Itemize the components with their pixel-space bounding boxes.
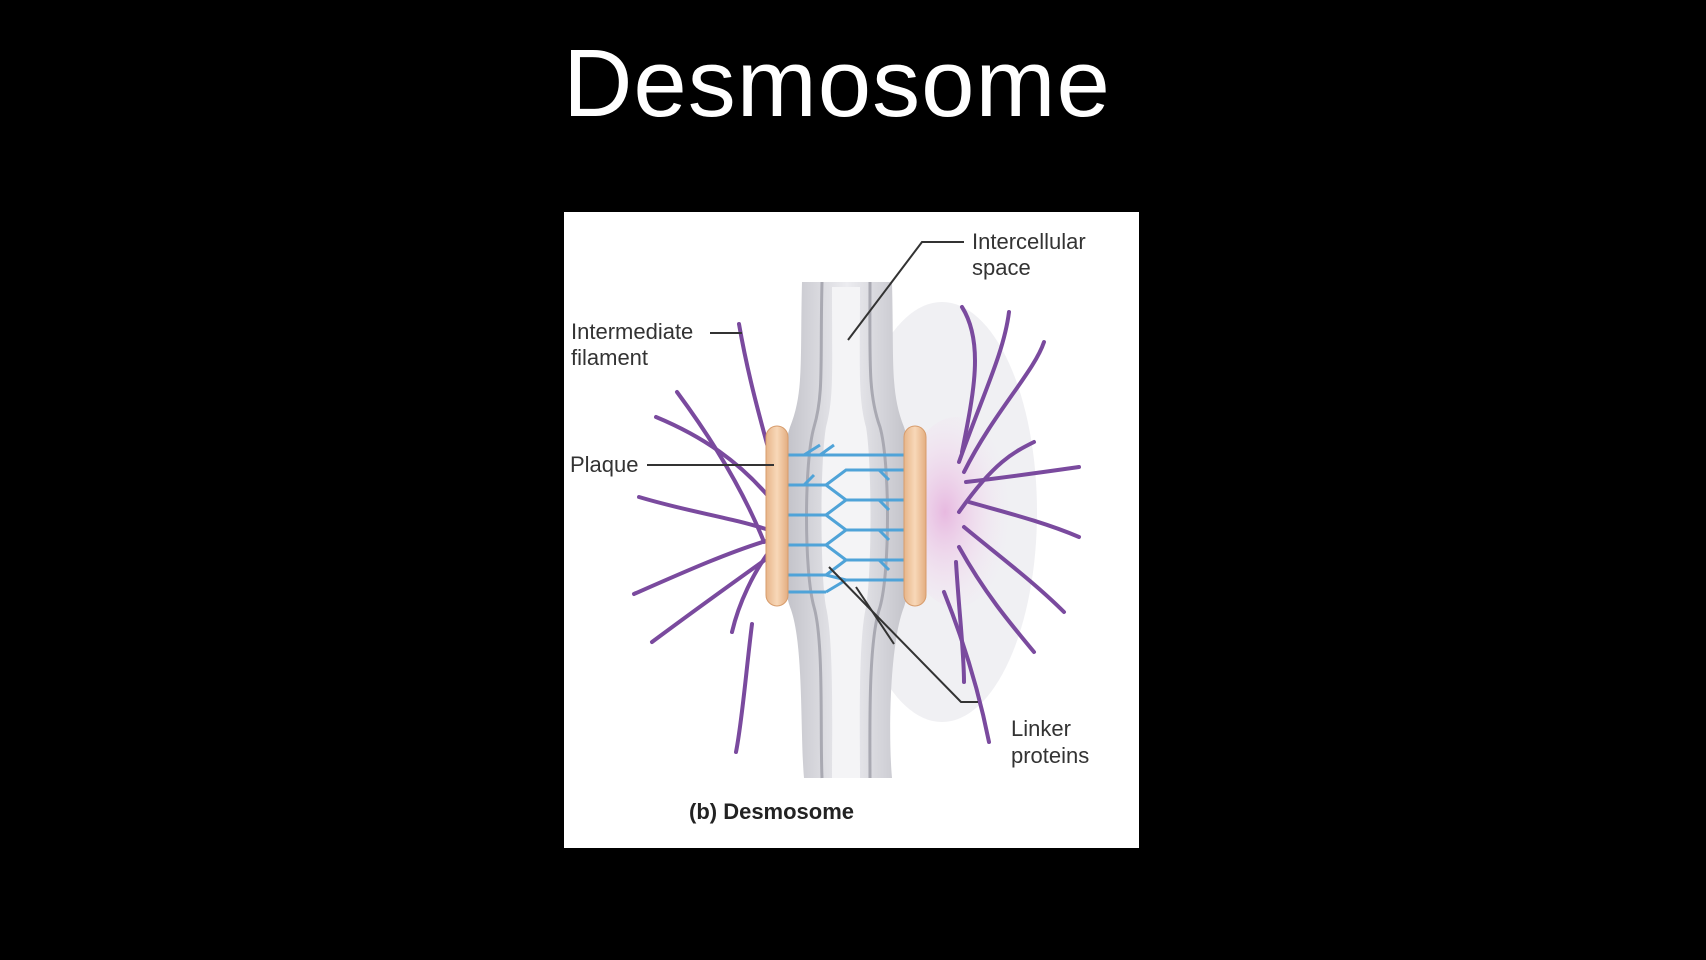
filament-right-3: [962, 340, 1046, 474]
label-intercellular-space-line2: space: [972, 255, 1031, 280]
filament-right-10: [957, 440, 1036, 514]
label-linker-proteins-line1: Linker: [1011, 716, 1071, 741]
label-plaque: Plaque: [570, 452, 639, 477]
slide-title: Desmosome: [563, 30, 1111, 137]
filament-right-6: [962, 525, 1066, 614]
filament-left-7: [734, 622, 754, 754]
filament-right-5: [967, 500, 1081, 539]
desmosome-figure: Intercellular space Intermediate filamen…: [564, 212, 1139, 848]
filament-left-6: [650, 555, 771, 644]
filament-left-3: [675, 390, 766, 544]
label-linker-proteins-line2: proteins: [1011, 743, 1089, 768]
filament-left-2: [654, 415, 771, 499]
filament-left-4: [637, 495, 771, 532]
plaques: [765, 425, 927, 607]
filament-left-8: [730, 550, 771, 634]
filament-left-5: [632, 538, 771, 596]
label-intermediate-filament-line1: Intermediate: [571, 319, 693, 344]
filament-right-9: [942, 590, 991, 744]
figure-caption: (b) Desmosome: [689, 799, 854, 824]
intermediate-filaments: [632, 305, 1081, 754]
desmosome-diagram: Intercellular space Intermediate filamen…: [570, 229, 1089, 824]
linker-proteins: [786, 443, 904, 594]
filament-right-8: [954, 560, 966, 684]
filament-right-7: [957, 545, 1036, 654]
plaque-left: [765, 425, 789, 607]
filament-right-2: [957, 310, 1011, 464]
leader-lines: [647, 241, 978, 703]
labels: Intercellular space Intermediate filamen…: [570, 229, 1089, 824]
label-intercellular-space-line1: Intercellular: [972, 229, 1086, 254]
filament-right-4: [964, 465, 1081, 484]
filament-right-1: [960, 305, 977, 454]
plaque-right: [903, 425, 927, 607]
label-intermediate-filament-line2: filament: [571, 345, 648, 370]
